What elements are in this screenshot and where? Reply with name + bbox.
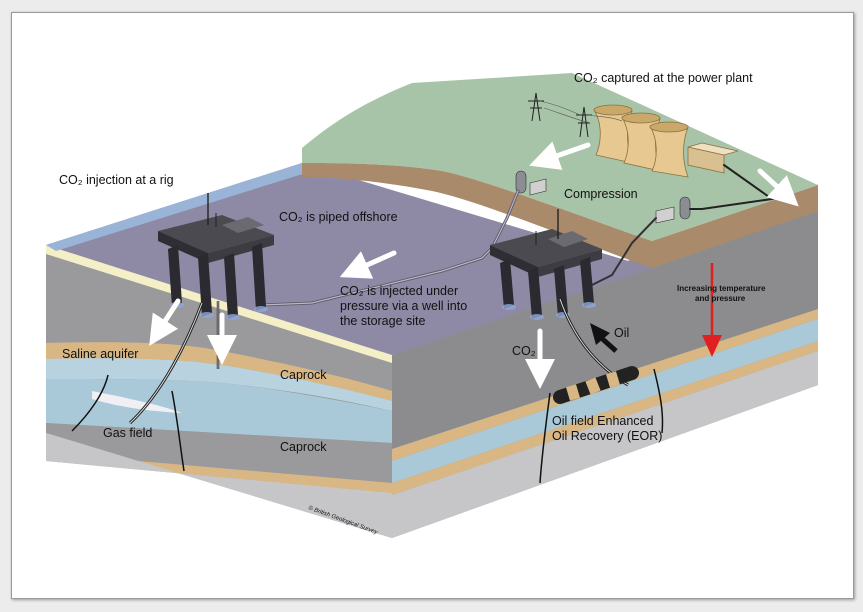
oil-arrow-icon bbox=[590, 323, 618, 353]
label-increasing-1: Increasing temperature bbox=[677, 284, 766, 293]
label-co2: CO₂ bbox=[512, 344, 536, 358]
label-co2-injected-2: pressure via a well into bbox=[340, 299, 467, 313]
pipeline bbox=[260, 164, 775, 307]
arrow-left-icon bbox=[339, 250, 397, 279]
label-co2-injection-rig: CO₂ injection at a rig bbox=[59, 173, 174, 187]
temperature-pressure-arrow-icon bbox=[702, 263, 722, 357]
compression-units bbox=[515, 170, 691, 224]
label-increasing-2: and pressure bbox=[695, 294, 746, 303]
pylon-icon bbox=[528, 92, 623, 138]
label-oil-field-2: Oil Recovery (EOR) bbox=[552, 429, 662, 443]
saline-aquifer-band bbox=[46, 342, 392, 401]
label-caprock-lower: Caprock bbox=[280, 440, 327, 454]
label-caprock-upper: Caprock bbox=[280, 368, 327, 382]
label-saline-aquifer: Saline aquifer bbox=[62, 347, 138, 361]
arrow-right-icon bbox=[757, 168, 799, 207]
label-oil-field-1: Oil field Enhanced bbox=[552, 414, 654, 428]
power-plant bbox=[593, 104, 739, 178]
front-face bbox=[46, 245, 392, 538]
oil-field-eor bbox=[553, 366, 639, 404]
fault-lines bbox=[71, 368, 664, 484]
arrow-down-icon bbox=[149, 298, 181, 346]
ccs-block-diagram: CO₂ captured at the power plant CO₂ inje… bbox=[46, 71, 818, 538]
diagram-frame: CO₂ captured at the power plant CO₂ inje… bbox=[11, 12, 854, 599]
label-compression: Compression bbox=[564, 187, 638, 201]
offshore-rig-right bbox=[490, 209, 602, 320]
arrow-left-icon bbox=[529, 141, 591, 170]
label-co2-injected-1: CO₂ is injected under bbox=[340, 284, 458, 298]
label-gas-field: Gas field bbox=[103, 426, 152, 440]
label-co2-captured: CO₂ captured at the power plant bbox=[574, 71, 753, 85]
label-oil: Oil bbox=[614, 326, 629, 340]
flow-arrows bbox=[149, 141, 799, 389]
label-co2-piped-offshore: CO₂ is piped offshore bbox=[279, 210, 398, 224]
label-co2-injected-3: the storage site bbox=[340, 314, 426, 328]
offshore-rig-left bbox=[158, 193, 274, 320]
